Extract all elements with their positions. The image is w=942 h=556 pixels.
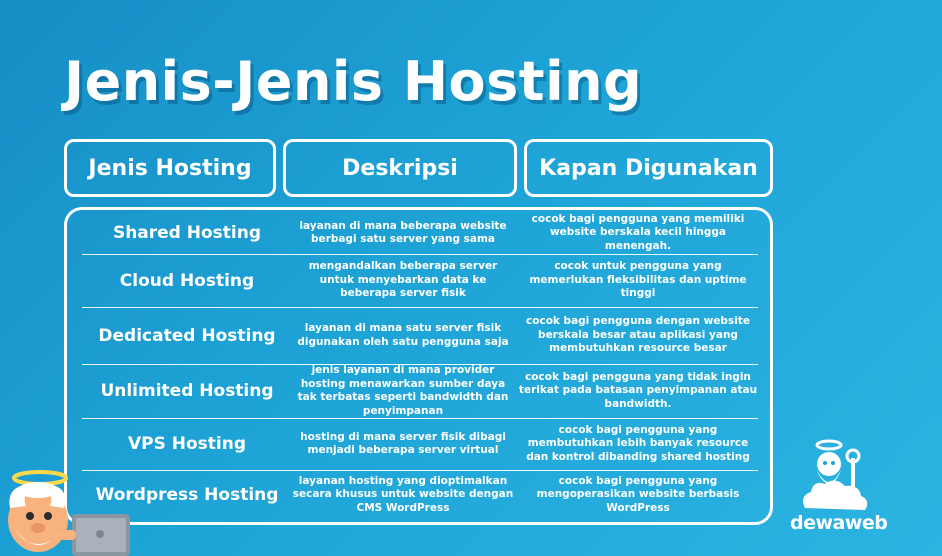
- mascot-angel-laptop-icon: [8, 470, 130, 556]
- row-type: VPS Hosting: [127, 434, 247, 454]
- page-title: Jenis-Jenis Hosting: [64, 50, 643, 113]
- row-usage: cocok bagi pengguna yang tidak ingin ter…: [518, 370, 758, 410]
- row-usage: cocok untuk pengguna yang memerlukan fle…: [529, 260, 747, 300]
- row-description: layanan di mana satu server fisik diguna…: [297, 322, 509, 348]
- row-type: Unlimited Hosting: [100, 381, 274, 401]
- header-deskripsi: Deskripsi: [283, 139, 517, 197]
- table-row: VPS Hosting hosting di mana server fisik…: [82, 418, 758, 471]
- dewaweb-mascot-logo-icon: [803, 439, 868, 510]
- header-kapan-digunakan: Kapan Digunakan: [524, 139, 773, 197]
- row-usage: cocok bagi pengguna yang mengoperasikan …: [536, 474, 740, 514]
- row-description: layanan hosting yang dioptimalkan secara…: [292, 474, 514, 514]
- table-row: Wordpress Hosting layanan hosting yang d…: [82, 470, 758, 520]
- row-usage: cocok bagi pengguna yang membutuhkan leb…: [526, 423, 750, 463]
- row-usage: cocok bagi pengguna yang memiliki websit…: [531, 212, 745, 252]
- row-description: hosting di mana server fisik dibagi menj…: [300, 430, 506, 457]
- row-type: Cloud Hosting: [119, 270, 255, 291]
- row-type: Shared Hosting: [112, 223, 262, 243]
- table-row: Dedicated Hosting layanan di mana satu s…: [82, 307, 758, 365]
- row-description: mengandalkan beberapa server untuk menye…: [308, 260, 498, 300]
- brand-logo: dewaweb: [790, 512, 888, 534]
- row-type: Dedicated Hosting: [98, 325, 276, 346]
- row-type: Wordpress Hosting: [95, 485, 279, 505]
- table-row: Shared Hosting layanan di mana beberapa …: [82, 212, 758, 255]
- row-usage: cocok bagi pengguna dengan website bersk…: [526, 315, 750, 355]
- header-jenis-hosting: Jenis Hosting: [64, 139, 276, 197]
- table-row: Unlimited Hosting jenis layanan di mana …: [82, 364, 758, 419]
- table-panel: [64, 207, 773, 525]
- table-row: Cloud Hosting mengandalkan beberapa serv…: [82, 254, 758, 308]
- row-description: layanan di mana beberapa website berbagi…: [299, 219, 507, 246]
- row-description: jenis layanan di mana provider hosting m…: [297, 364, 509, 417]
